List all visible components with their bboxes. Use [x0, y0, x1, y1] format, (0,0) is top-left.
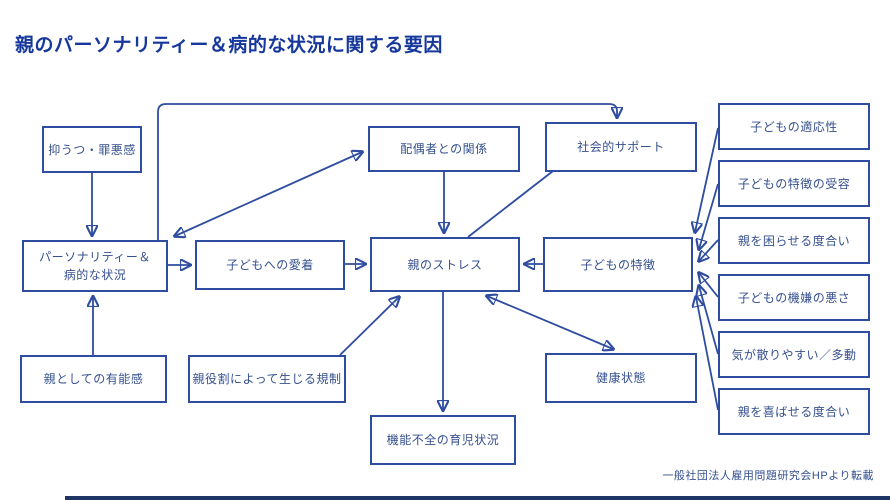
node-label: 子どもの特徴の受容: [737, 176, 851, 191]
arrow-adaptability-to-childtraits: [695, 127, 719, 232]
node-label: 病的な状況: [63, 268, 127, 282]
node-personality-pathology: パーソナリティー＆ 病的な状況: [22, 240, 168, 292]
node-child-traits: 子どもの特徴: [543, 237, 693, 292]
page-title: 親のパーソナリティー＆病的な状況に関する要因: [15, 35, 443, 56]
node-label: パーソナリティー＆: [39, 250, 151, 264]
node-label: 子どもへの愛着: [226, 258, 314, 272]
source-credit: 一般社団法人雇用問題研究会HPより転載: [662, 470, 874, 482]
node-label: 健康状態: [595, 371, 646, 385]
node-dysfunctional-parenting: 機能不全の育児状況: [370, 415, 516, 465]
node-label: 社会的サポート: [577, 140, 665, 154]
arrow-rolerestrictions-to-stress: [339, 297, 399, 356]
node-label: 配偶者との関係: [400, 142, 488, 156]
arrow-stress-health-bidirectional: [487, 296, 613, 349]
node-trait-acceptance: 子どもの特徴の受容: [718, 160, 870, 207]
node-child-moodiness: 子どもの機嫌の悪さ: [718, 274, 870, 321]
node-label: 子どもの特徴: [580, 257, 656, 272]
arrow-moodiness-to-childtraits: [699, 273, 719, 298]
node-label: 子どもの適応性: [750, 119, 838, 134]
node-troubling-degree: 親を困らせる度合い: [718, 217, 870, 264]
node-label: 親のストレス: [407, 257, 483, 272]
node-health-status: 健康状態: [545, 353, 697, 403]
arrow-distractibility-to-childtraits: [699, 286, 719, 355]
node-depression-guilt: 抑うつ・罪悪感: [42, 126, 142, 173]
arrow-personality-spouse-bidirectional: [175, 152, 362, 236]
node-label: 親としての有能感: [43, 372, 144, 386]
bottom-accent-bar: [65, 496, 890, 500]
arrow-personality-loop-to-socialsupport: [157, 103, 617, 240]
node-label: 親を喜ばせる度合い: [737, 404, 851, 419]
node-parent-stress: 親のストレス: [370, 237, 520, 292]
node-child-adaptability: 子どもの適応性: [718, 103, 870, 150]
node-pleasing-degree: 親を喜ばせる度合い: [718, 388, 870, 435]
node-role-restrictions: 親役割によって生じる規制: [188, 355, 346, 403]
line-socialsupport-stress: [467, 170, 554, 238]
node-label: 抑うつ・罪悪感: [48, 142, 136, 157]
node-label: 親を困らせる度合い: [737, 233, 851, 248]
arrow-pleasing-to-childtraits: [696, 297, 719, 411]
node-label: 機能不全の育児状況: [386, 433, 500, 447]
arrow-troubling-to-childtraits: [699, 239, 719, 261]
node-label: 親役割によって生じる規制: [192, 372, 342, 386]
node-child-attachment: 子どもへの愛着: [195, 240, 345, 290]
arrow-acceptance-to-childtraits: [699, 183, 719, 249]
node-social-support: 社会的サポート: [545, 122, 697, 172]
node-label: 気が散りやすい／多動: [731, 347, 857, 362]
node-parental-competence: 親としての有能感: [20, 355, 167, 403]
node-label: 子どもの機嫌の悪さ: [737, 290, 851, 305]
node-spouse-relationship: 配偶者との関係: [368, 126, 520, 172]
node-distractibility: 気が散りやすい／多動: [718, 331, 870, 378]
